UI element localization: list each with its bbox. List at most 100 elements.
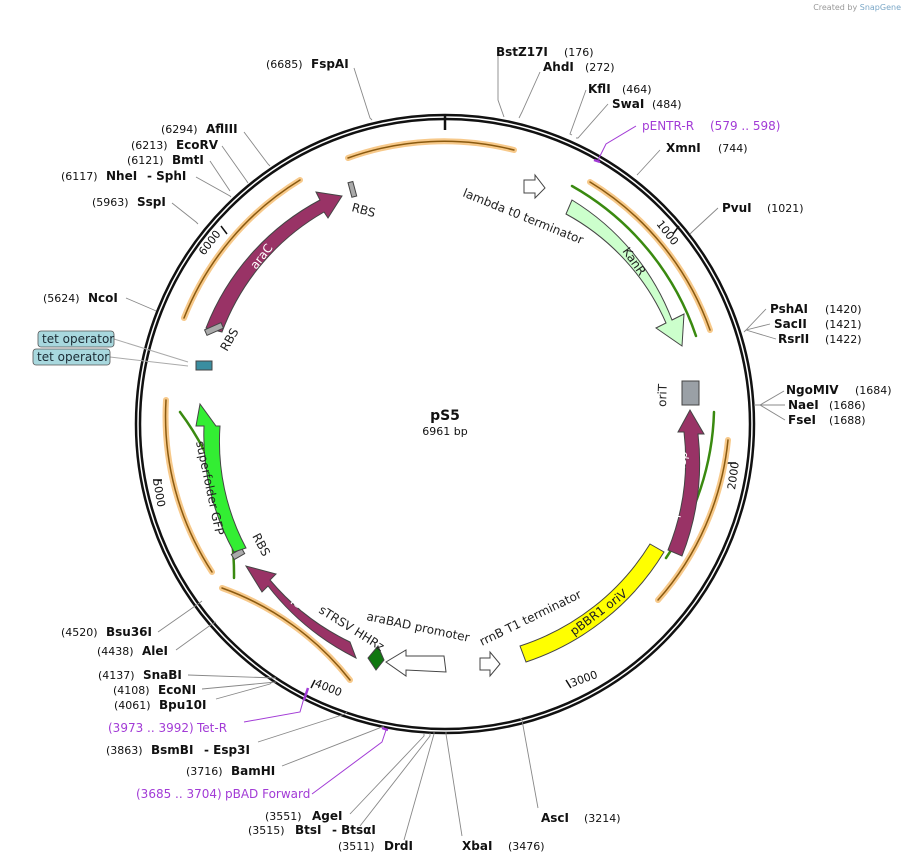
restriction-sites: BstZ17I (176) AhdI (272) KflI (464) SwaI… [43,45,892,853]
site-bsu36i-name: Bsu36I [106,625,152,639]
superfolder-gfp-arrow [195,402,247,553]
site-bsmbi-name: BsmBI [151,743,193,757]
site-snabi-name: SnaBI [143,668,182,682]
site-swai-name: SwaI [612,97,644,111]
lambda-t0-terminator-arrow [523,173,546,200]
label-rbs-top: RBS [350,200,377,220]
orf-kanr-outer [587,179,713,333]
site-rsrii-pos: (1422) [825,333,862,346]
features [195,173,705,678]
orf-gfp-outer-line [164,399,213,573]
orf-rep-outer-line [657,439,729,601]
orf-top-line [347,140,515,159]
kanr-arrow [565,199,685,347]
arabad-promoter-arrow [385,649,447,677]
rrnb-t1-terminator-arrow [479,650,501,678]
primer-pbad-forward-label: pBAD Forward [225,787,310,801]
site-ecorv-name: EcoRV [176,138,219,152]
site-snabi-pos: (4137) [98,669,135,682]
plasmid-name: pS5 [430,408,460,424]
tick-label-5000: 5000 [150,478,168,508]
site-ahdi-name: AhdI [543,60,574,74]
site-bstz17i-pos: (176) [564,46,594,59]
site-fspai-pos: (6685) [266,58,303,71]
primer-pentr-r-label: pENTR-R [642,119,694,133]
snapgene-logo: SnapGene [859,3,901,12]
tick-label-2000: 2000 [725,461,742,491]
branding-prefix: Created by [813,3,858,12]
site-rsrii-name: RsrII [778,332,809,346]
callout-label-1: tet operator [42,332,114,346]
site-bamhi-pos: (3716) [186,765,223,778]
primer-pbad-forward-range: (3685 .. 3704) [136,787,222,801]
pbbr1-oriv-box [519,543,665,663]
site-pshai-name: PshAI [770,302,808,316]
snapgene-branding: Created by SnapGene [813,3,901,12]
primer-labels: pENTR-R (579 .. 598) (3973 .. 3992) Tet-… [108,119,780,801]
arac-arrow [205,191,343,333]
site-ncoi-pos: (5624) [43,292,80,305]
site-econi-name: EcoNI [158,683,196,697]
site-afliii-pos: (6294) [161,123,198,136]
site-sspi-name: SspI [137,195,166,209]
site-sacii-name: SacII [774,317,807,331]
tick-label-4000: 4000 [313,677,344,700]
label-rbs-tetr: RBS [249,531,273,559]
orf-kanr-outer-line [589,181,711,331]
site-kfli-pos: (464) [622,83,652,96]
site-bmti-pos: (6121) [127,154,164,167]
site-kfli-name: KflI [588,82,611,96]
callout-label-2: tet operator [37,350,109,364]
tet-operator-callouts: tet operator tet operator [32,330,189,367]
site-pshai-pos: (1420) [825,303,862,316]
site-bsmbi-pos: (3863) [106,744,143,757]
primer-leaders [243,125,637,795]
site-agei-name: AgeI [312,809,342,823]
site-leaders [125,56,786,841]
site-sphi-name: - SphI [147,169,186,183]
site-esp3i-name: - Esp3I [204,743,250,757]
primer-tet-r-range: (3973 .. 3992) [108,721,194,735]
backbone [134,113,756,735]
site-asci-name: AscI [541,811,569,825]
site-alei-pos: (4438) [97,645,134,658]
orf-kanr-inner [570,184,698,338]
label-orit: oriT [655,383,670,407]
site-ngomiv-name: NgoMIV [786,383,839,397]
site-sspi-pos: (5963) [92,196,129,209]
plasmid-size: 6961 bp [422,425,467,438]
site-fspai-name: FspAI [311,57,349,71]
site-bamhi-name: BamHI [231,764,275,778]
site-bsu36i-pos: (4520) [61,626,98,639]
orit-box [681,380,700,406]
label-kanr: KanR [620,245,649,278]
orf-tetr-outer-line [221,587,351,681]
strsv-hhrz-mark [367,645,385,671]
site-btsai-name: - BtsαI [332,823,376,837]
label-lambda-t0-terminator: lambda t0 terminator [461,186,586,247]
site-xbai-name: XbaI [462,839,492,853]
site-bstz17i-name: BstZ17I [496,45,548,59]
site-drdi-name: DrdI [384,839,413,853]
site-fsei-name: FseI [788,413,816,427]
site-btsi-pos: (3515) [248,824,285,837]
site-sacii-pos: (1421) [825,318,862,331]
tick-label-3000: 3000 [569,668,600,690]
site-btsi-name: BtsI [295,823,322,837]
site-econi-pos: (4108) [113,684,150,697]
site-naei-name: NaeI [788,398,819,412]
site-bpu10i-name: Bpu10I [159,698,206,712]
site-pvui-name: PvuI [722,201,752,215]
site-nhei-name: NheI [106,169,137,183]
callout-box-1 [37,330,115,348]
site-ngomiv-pos: (1684) [855,384,892,397]
callout-box-2 [32,348,111,366]
site-ncoi-name: NcoI [88,291,118,305]
site-naei-pos: (1686) [829,399,866,412]
orf-arac-outer-line [183,179,301,319]
site-xmni-pos: (744) [718,142,748,155]
site-asci-pos: (3214) [584,812,621,825]
tet-operator-box [195,360,213,371]
primer-tet-r-label: Tet-R [196,721,227,735]
